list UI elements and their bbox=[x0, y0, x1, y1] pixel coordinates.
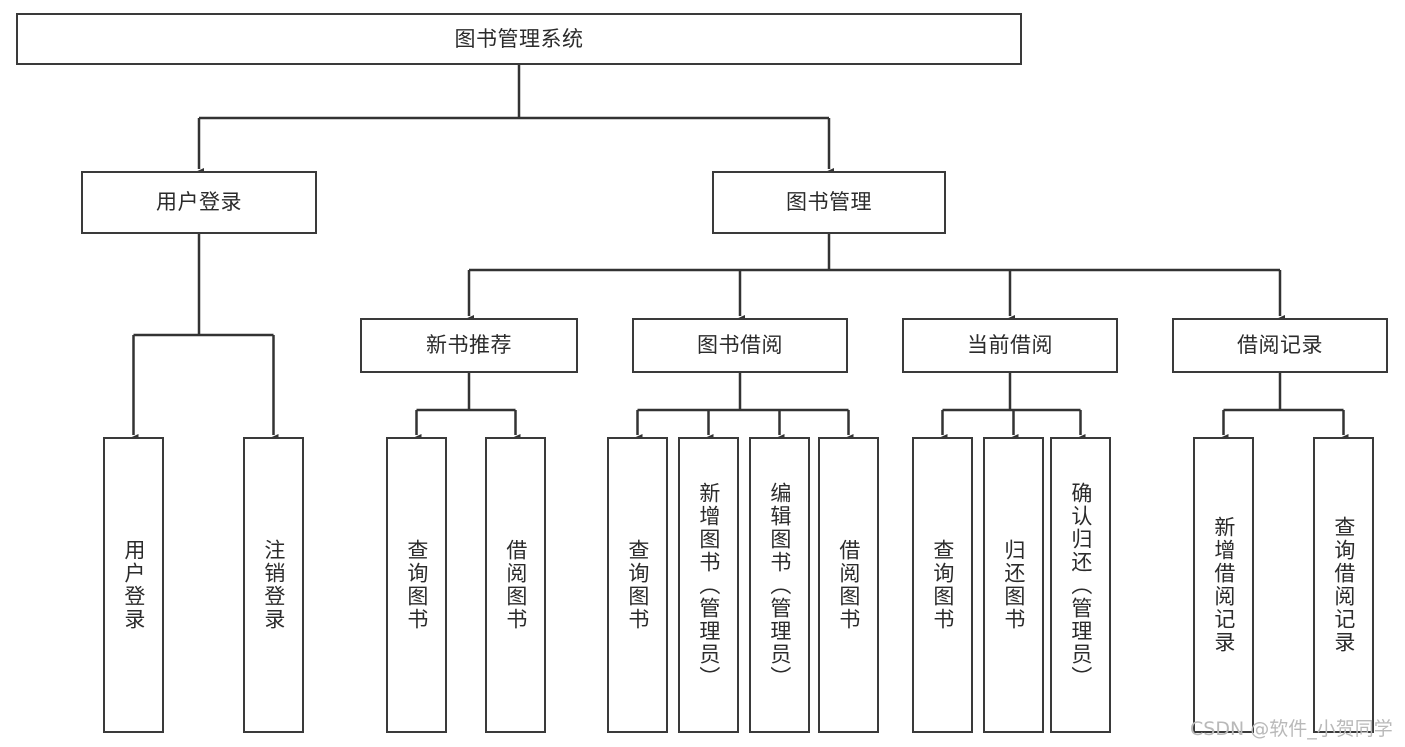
node-label: 用户登录 bbox=[121, 539, 146, 631]
node-records[interactable]: 借阅记录 bbox=[1172, 318, 1388, 373]
node-l1[interactable]: 用户登录 bbox=[103, 437, 164, 733]
node-l12[interactable]: 新增借阅记录 bbox=[1193, 437, 1254, 733]
node-current[interactable]: 当前借阅 bbox=[902, 318, 1118, 373]
node-l6[interactable]: 新增图书（管理员） bbox=[678, 437, 739, 733]
node-label: 归还图书 bbox=[1001, 539, 1026, 631]
node-label: 注销登录 bbox=[261, 539, 286, 631]
node-label: 图书借阅 bbox=[697, 333, 783, 358]
node-borrow[interactable]: 图书借阅 bbox=[632, 318, 848, 373]
node-l13[interactable]: 查询借阅记录 bbox=[1313, 437, 1374, 733]
node-label: 确认归还（管理员） bbox=[1068, 481, 1093, 689]
node-label: 图书管理系统 bbox=[454, 26, 584, 51]
node-bookmgmt[interactable]: 图书管理 bbox=[712, 171, 946, 234]
node-l3[interactable]: 查询图书 bbox=[386, 437, 447, 733]
node-newbook[interactable]: 新书推荐 bbox=[360, 318, 578, 373]
node-label: 新书推荐 bbox=[426, 333, 512, 358]
node-label: 查询图书 bbox=[930, 539, 955, 631]
node-label: 查询图书 bbox=[625, 539, 650, 631]
node-l2[interactable]: 注销登录 bbox=[243, 437, 304, 733]
node-l5[interactable]: 查询图书 bbox=[607, 437, 668, 733]
node-label: 用户登录 bbox=[156, 190, 242, 215]
node-label: 查询图书 bbox=[404, 539, 429, 631]
node-l7[interactable]: 编辑图书（管理员） bbox=[749, 437, 810, 733]
node-label: 图书管理 bbox=[786, 190, 872, 215]
node-l10[interactable]: 归还图书 bbox=[983, 437, 1044, 733]
node-l11[interactable]: 确认归还（管理员） bbox=[1050, 437, 1111, 733]
node-label: 查询借阅记录 bbox=[1331, 516, 1356, 654]
node-l8[interactable]: 借阅图书 bbox=[818, 437, 879, 733]
watermark: CSDN @软件_小贺同学 bbox=[1190, 718, 1393, 740]
node-label: 借阅图书 bbox=[836, 539, 861, 631]
node-label: 编辑图书（管理员） bbox=[767, 481, 792, 689]
node-label: 当前借阅 bbox=[967, 333, 1053, 358]
node-l9[interactable]: 查询图书 bbox=[912, 437, 973, 733]
node-login[interactable]: 用户登录 bbox=[81, 171, 317, 234]
node-l4[interactable]: 借阅图书 bbox=[485, 437, 546, 733]
node-root[interactable]: 图书管理系统 bbox=[16, 13, 1022, 65]
node-label: 借阅图书 bbox=[503, 539, 528, 631]
node-label: 借阅记录 bbox=[1237, 333, 1323, 358]
edge-group bbox=[128, 65, 1349, 443]
node-label: 新增借阅记录 bbox=[1211, 516, 1236, 654]
node-label: 新增图书（管理员） bbox=[696, 481, 721, 689]
